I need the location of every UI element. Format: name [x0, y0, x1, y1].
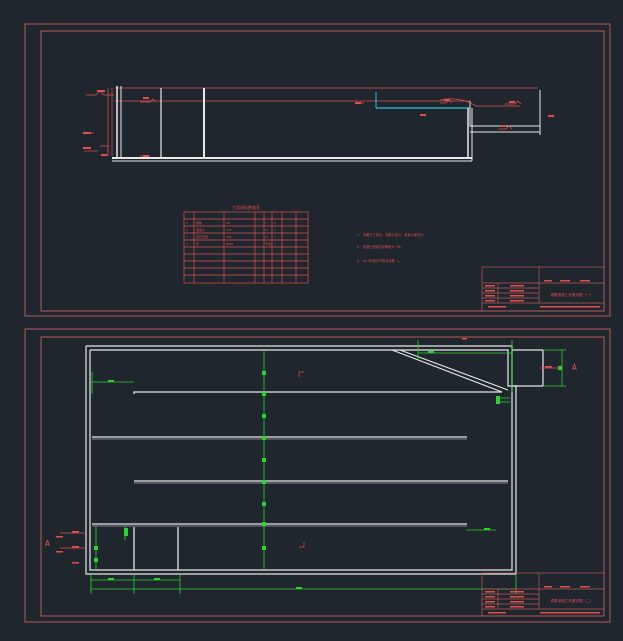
- bottom-sheet-inner-frame: [40, 336, 605, 617]
- bottom-sheet-outer-frame: [24, 328, 611, 623]
- table-row: 1: [186, 221, 188, 225]
- plan-dimension-lines: [90, 340, 566, 594]
- table-row: 1: [274, 235, 276, 239]
- table-row: C25: [226, 228, 232, 232]
- note-line: 3. ±0.00相当于绝对高程 ×。: [357, 258, 402, 263]
- title-block-top: 调蓄池施工布置详图（一）: [481, 266, 605, 312]
- table-row: 钢筋: [196, 220, 202, 225]
- table-row: 100: [226, 235, 232, 239]
- material-table-grid: [183, 211, 309, 284]
- table-row: m³: [265, 235, 269, 239]
- table-row: 3: [186, 235, 188, 239]
- bottom-sheet: A A: [24, 328, 611, 623]
- table-row: 1: [274, 228, 276, 232]
- table-row: 混凝土: [196, 227, 205, 232]
- table-row: 4: [186, 242, 188, 246]
- table-row: 砖: [196, 241, 199, 246]
- title-block-bottom: 调蓄池施工布置详图（二）: [481, 572, 605, 617]
- table-row: MU10: [226, 242, 233, 246]
- material-table-rows: 1 钢筋 ø8 t 1 2 混凝土 C25 m³ 1 3 碎石垫层 100 m³…: [186, 220, 276, 246]
- elevation-markers: [84, 88, 522, 157]
- note-line: 2. 混凝土池体抗渗等级为 S6。: [357, 244, 404, 249]
- plan-inner-channels: [92, 391, 508, 570]
- note-line: 1. 本图尺寸单位：高程以米计，其余以毫米计。: [357, 232, 427, 237]
- plan-red-annotations: [60, 367, 560, 549]
- table-row: 碎石垫层: [196, 234, 208, 239]
- material-table: 工程材料数量表 1: [183, 204, 309, 284]
- table-row: 千块: [265, 241, 271, 246]
- top-sheet-outer-frame: [24, 23, 611, 317]
- outlet-pipe-top: [469, 101, 540, 127]
- top-sheet: 工程材料数量表 1: [24, 23, 611, 317]
- table-row: t: [265, 221, 267, 225]
- title-block-fields: [485, 586, 600, 614]
- table-row: m³: [265, 228, 269, 232]
- plan-red-label-blocks: [56, 338, 552, 564]
- table-row: ø8: [226, 221, 230, 225]
- plan-dimension-ticks: [94, 351, 562, 589]
- material-table-title: 工程材料数量表: [232, 204, 260, 210]
- top-sheet-inner-frame: [40, 30, 605, 312]
- table-row: 2: [186, 228, 188, 232]
- section-mark-right: A: [572, 363, 577, 372]
- table-row: 1: [274, 242, 276, 246]
- drawing-notes: 1. 本图尺寸单位：高程以米计，其余以毫米计。 2. 混凝土池体抗渗等级为 S6…: [357, 232, 427, 263]
- title-block-fields: [485, 280, 600, 308]
- plan-outer-walls: [85, 345, 544, 575]
- table-row: 1: [274, 221, 276, 225]
- section-labels: [83, 90, 554, 157]
- plan-view: A A: [45, 338, 577, 594]
- title-block-drawing-name: 调蓄池施工布置详图（一）: [550, 292, 593, 297]
- title-block-drawing-name: 调蓄池施工布置详图（二）: [550, 598, 593, 603]
- longitudinal-section: [83, 86, 554, 162]
- plan-sloped-inlet: [391, 349, 509, 393]
- section-mark-left: A: [45, 539, 50, 548]
